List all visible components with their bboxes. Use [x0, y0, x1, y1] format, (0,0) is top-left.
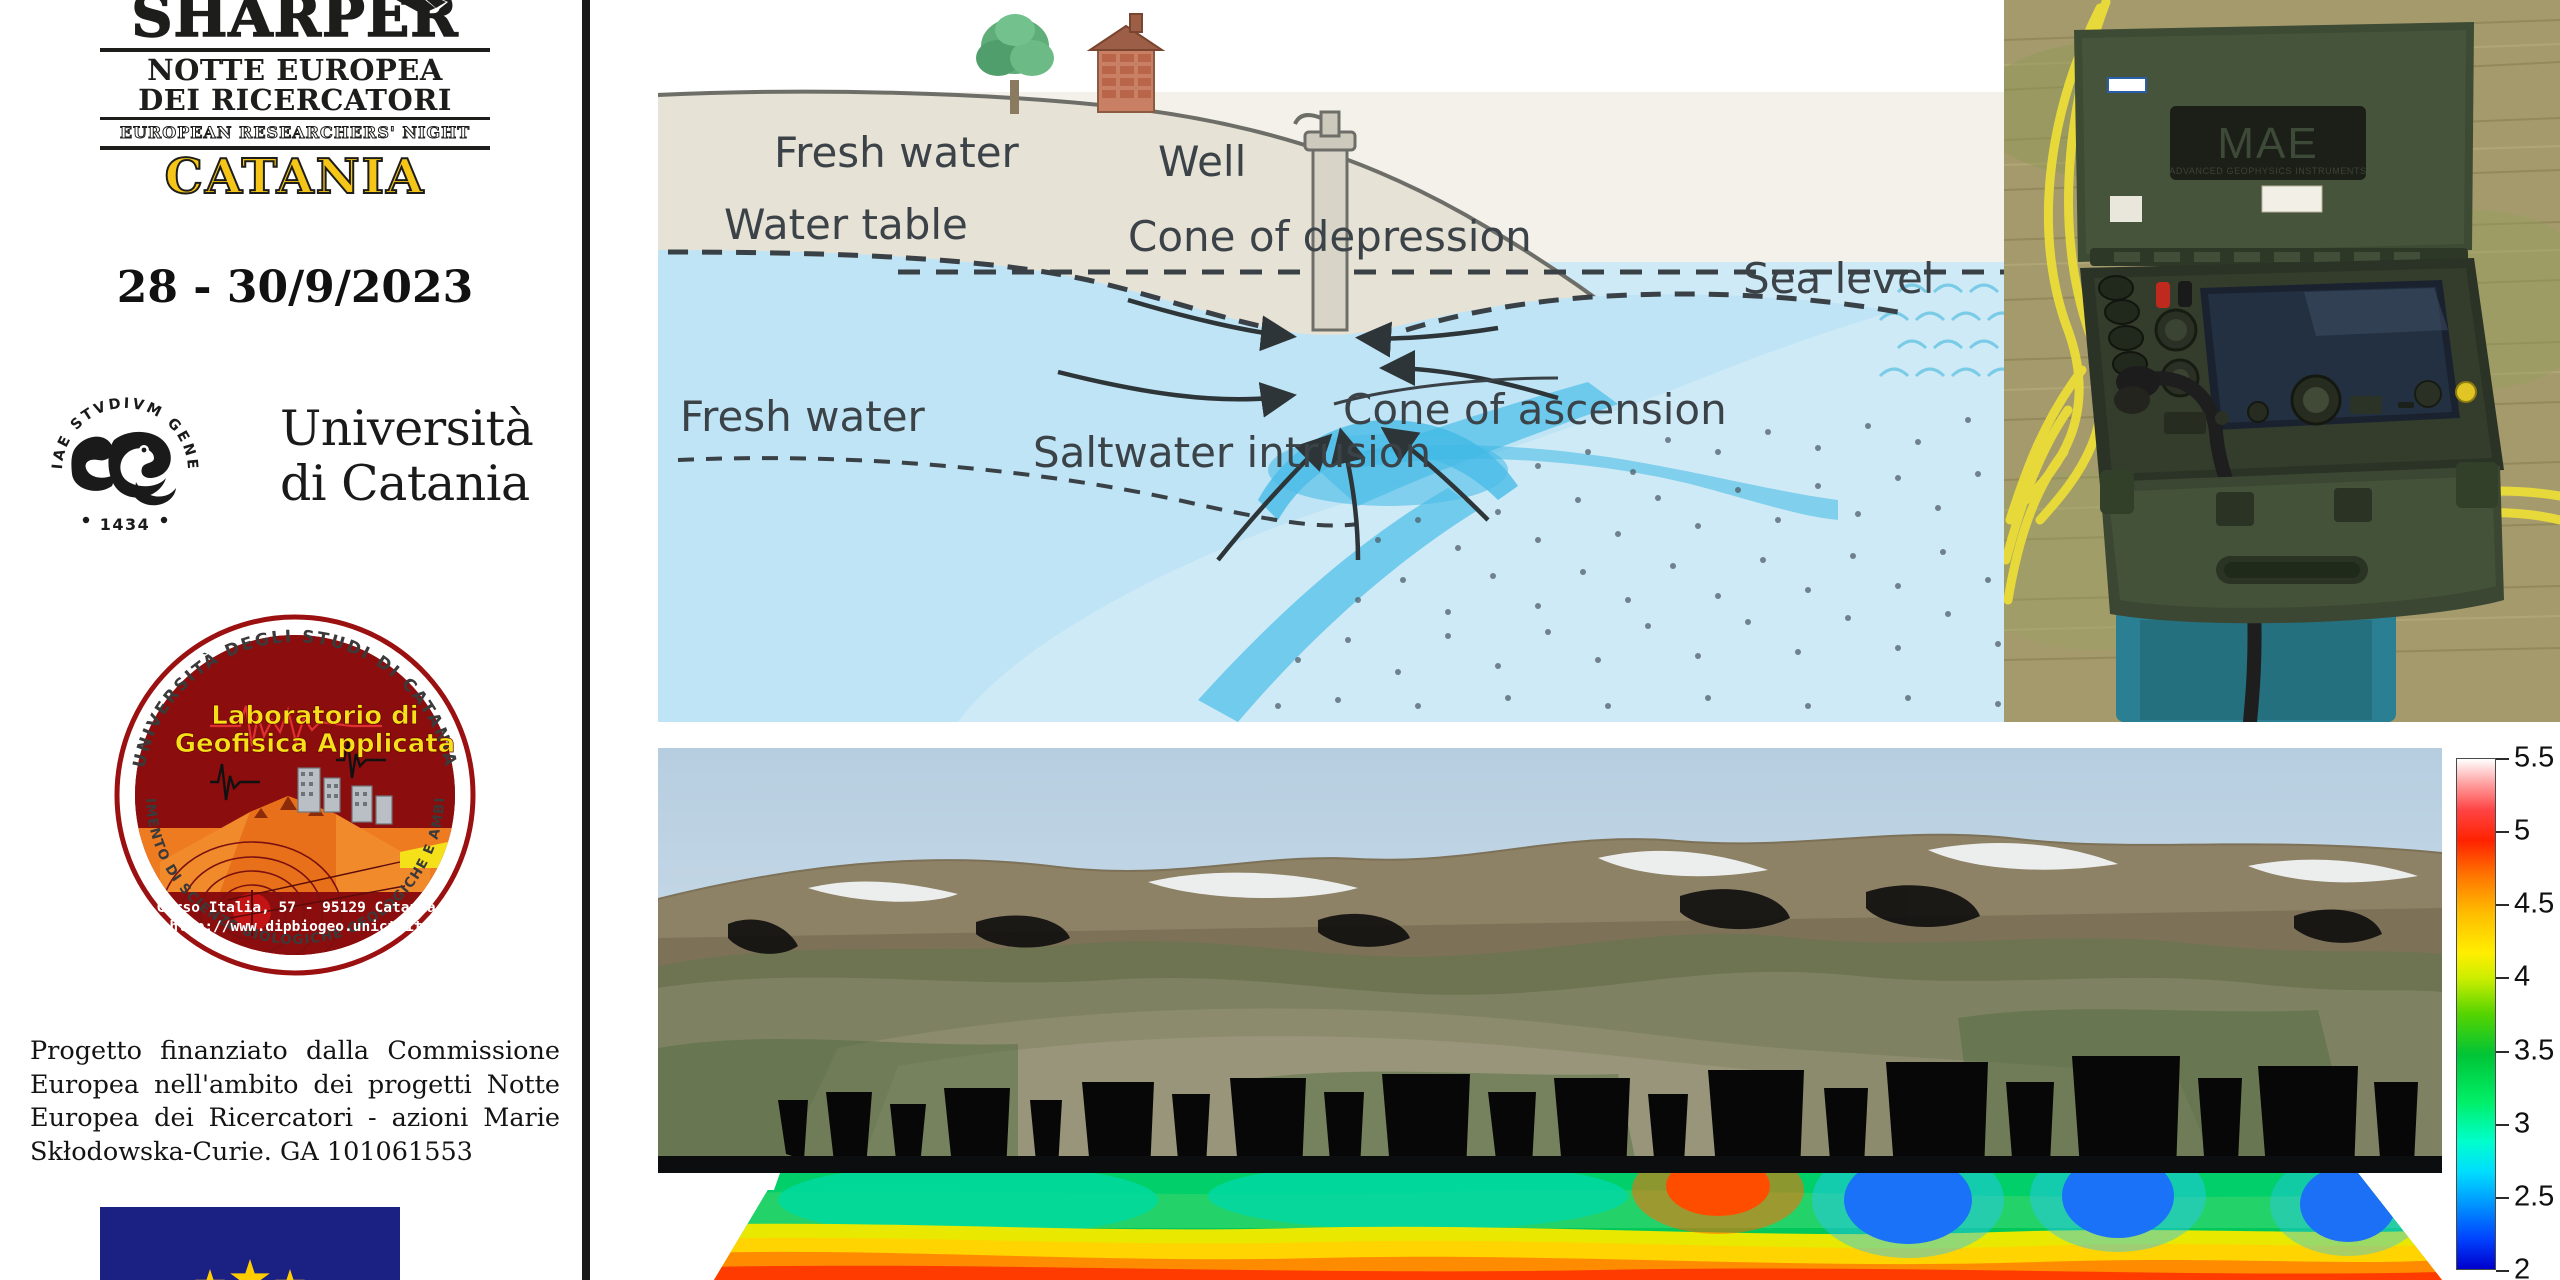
- eu-flag-icon: [100, 1207, 400, 1280]
- hydro-label-fresh-water-bottom: Fresh water: [680, 392, 925, 441]
- geophysics-lab-logo: UNIVERSITÀ DEGLI STUDI DI CATANIA DIPART…: [94, 588, 490, 990]
- lab-address: Corso Italia, 57 - 95129 Catania: [156, 900, 435, 916]
- university-name-line1: Università: [280, 400, 534, 457]
- main-content: Fresh water Water table Well Cone of dep…: [594, 0, 2560, 1280]
- svg-text:1434: 1434: [100, 515, 151, 534]
- lab-title-line1: Laboratorio di: [211, 701, 418, 731]
- resistivity-terrain-model: [658, 748, 2442, 1280]
- sidebar: SHARPER NOTTE EUROPEA DEI RICERCATORI EU…: [0, 0, 590, 1280]
- colorbar-tick: [2496, 1123, 2509, 1126]
- colorbar-gradient: [2456, 758, 2496, 1270]
- lab-title-line2: Geofisica Applicata: [175, 729, 456, 759]
- colorbar-tick-label: 5: [2514, 814, 2531, 847]
- mae-tagline-text: ADVANCED GEOPHYSICS INSTRUMENTS: [2169, 166, 2366, 176]
- hydro-label-fresh-water-top: Fresh water: [774, 128, 1019, 177]
- hydro-label-cone-of-depression: Cone of depression: [1128, 212, 1532, 261]
- colorbar-tick: [2496, 1270, 2509, 1272]
- sharper-swoosh-icon: [352, 0, 452, 18]
- university-seal-icon: SICILIAE STVDIVM GENERALE 1434: [33, 366, 210, 548]
- colorbar-tick-label: 4.5: [2514, 887, 2555, 920]
- hydro-label-water-table: Water table: [724, 200, 968, 249]
- university-wordmark: Università di Catania: [280, 400, 534, 512]
- hydro-label-saltwater-intrusion: Saltwater intrusion: [1033, 428, 1432, 477]
- colorbar-tick-label: 3: [2514, 1107, 2531, 1140]
- saltwater-intrusion-diagram: Fresh water Water table Well Cone of dep…: [658, 0, 2036, 722]
- hydro-label-sea-level: Sea level: [1743, 254, 1935, 303]
- mae-instrument-photo: MAE ADVANCED GEOPHYSICS INSTRUMENTS: [2004, 0, 2560, 722]
- sharper-rule-mid: [100, 117, 490, 120]
- colorbar-tick: [2496, 1196, 2509, 1199]
- sharper-subtitle-line1: NOTTE EUROPEA: [147, 53, 443, 88]
- resistivity-colorbar: 2 2.5 3 3.5 4 4.5 5 5.5: [2456, 742, 2560, 1280]
- sharper-title: SHARPER: [131, 0, 459, 50]
- sharper-logo: SHARPER NOTTE EUROPEA DEI RICERCATORI EU…: [100, 0, 490, 206]
- mae-brand-text: MAE: [2217, 119, 2318, 168]
- colorbar-tick-label: 2.5: [2514, 1180, 2555, 1213]
- hydro-label-cone-of-ascension: Cone of ascension: [1343, 385, 1727, 434]
- colorbar-tick: [2496, 904, 2509, 907]
- colorbar-tick: [2496, 1050, 2509, 1053]
- lab-url: http://www.dipbiogeo.unict.it: [169, 919, 422, 935]
- top-row: Fresh water Water table Well Cone of dep…: [594, 0, 2560, 722]
- sharper-subtitle-line2: DEI RICERCATORI: [138, 83, 452, 118]
- sharper-rule-bottom: [100, 146, 490, 151]
- event-date: 28 - 30/9/2023: [116, 262, 474, 313]
- sharper-english-subtitle: EUROPEAN RESEARCHERS' NIGHT: [119, 122, 471, 142]
- university-of-catania-block: SICILIAE STVDIVM GENERALE 1434: [30, 366, 570, 560]
- colorbar-tick-label: 2: [2514, 1253, 2531, 1280]
- colorbar-tick: [2496, 977, 2509, 980]
- colorbar-tick: [2496, 758, 2509, 760]
- colorbar-tick: [2496, 831, 2509, 834]
- bottom-row: 2 2.5 3 3.5 4 4.5 5 5.5: [594, 742, 2560, 1280]
- sidebar-divider: [582, 0, 586, 1280]
- university-name-line2: di Catania: [280, 454, 530, 512]
- colorbar-tick-label: 4: [2514, 960, 2531, 993]
- funding-statement: Progetto finanziato dalla Commissione Eu…: [30, 1035, 560, 1170]
- hydro-label-well: Well: [1158, 137, 1247, 186]
- funding-statement-text: Progetto finanziato dalla Commissione Eu…: [30, 1036, 560, 1167]
- colorbar-tick-label: 3.5: [2514, 1034, 2555, 1067]
- sharper-rule-top: [100, 48, 490, 53]
- sharper-city: CATANIA: [164, 149, 426, 206]
- colorbar-tick-label: 5.5: [2514, 741, 2555, 774]
